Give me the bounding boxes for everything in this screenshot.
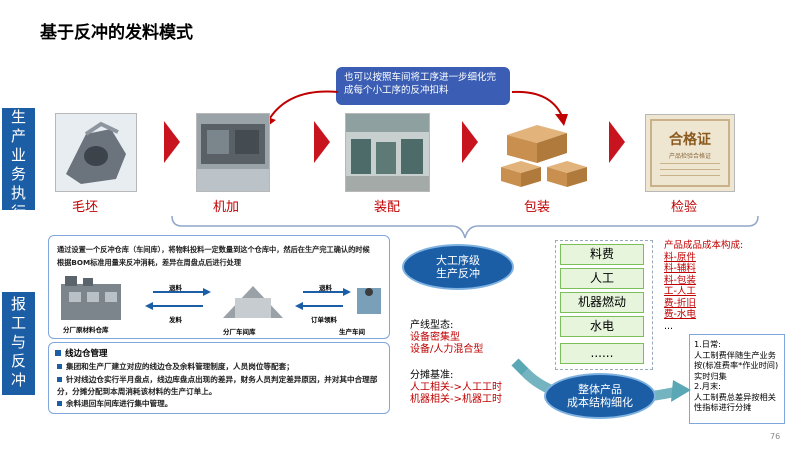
warehouse-label: 生产车间: [339, 328, 365, 336]
machining-image: [196, 113, 270, 192]
machine-icon: [197, 114, 269, 191]
allocation-value: 机器相关->机器工时: [410, 394, 502, 405]
cost-composition: 产品成品成本构成: 料-原件 料-辅料 料-包装 工-人工 费-折旧 费-水电 …: [664, 240, 743, 332]
page-number: 76: [770, 432, 781, 441]
warehouse-label: 分厂原材料仓库: [63, 326, 109, 334]
page-title: 基于反冲的发料模式: [40, 23, 193, 43]
line-form: 产线型态: 设备密集型 设备/人力混合型: [410, 320, 483, 356]
sidebar-char: 执: [10, 184, 26, 202]
line-form-value: 设备/人力混合型: [410, 344, 484, 355]
oval-label: 大工序级 生产反冲: [436, 254, 480, 280]
edge-item: 集团和生产厂建立对应的线边仓及余料管理制度，人员岗位等配套；: [57, 361, 383, 373]
cost-box: 料费: [560, 244, 644, 265]
cost-item-link[interactable]: 料-辅料: [664, 263, 696, 274]
rough-casting-image: [55, 113, 137, 192]
sidebar-char: 工: [10, 314, 26, 332]
warehouse-flow-diagram: [61, 276, 381, 320]
sidebar-char: 产: [10, 127, 26, 145]
allocation-label: 分摊基准:: [410, 370, 454, 381]
certificate-subtitle: 产品检验合格证: [668, 153, 711, 160]
callout-box: 也可以按照车间将工序进一步细化完成每个小工序的反冲扣料: [336, 67, 510, 105]
allocation-basis: 分摊基准: 人工相关->人工工时 机器相关->机器工时: [410, 370, 502, 406]
notes-line: 2.月末:: [694, 381, 721, 391]
sidebar-char: 反: [10, 352, 26, 370]
flow-label: 退料: [319, 284, 332, 292]
notes-line: 人工制费伴随生产业务按(标准费率*作业时间)实时归集: [694, 349, 779, 381]
sidebar-char: 报: [10, 295, 26, 313]
arrow-right-icon: [164, 121, 180, 163]
cost-item-link[interactable]: 料-包装: [664, 274, 696, 286]
cost-box: 水电: [560, 316, 644, 337]
step-label: 机加: [213, 200, 240, 215]
oval-label: 整体产品 成本结构细化: [567, 383, 633, 409]
notes-line: 人工制费总差异按相关性指标进行分摊: [694, 391, 776, 413]
edge-management-heading: 线边仓管理: [55, 347, 108, 359]
edge-management-box: 线边仓管理 集团和生产厂建立对应的线边仓及余料管理制度，人员岗位等配套； 针对线…: [48, 342, 390, 414]
arrow-right-icon: [462, 121, 478, 163]
allocation-value: 人工相关->人工工时: [410, 382, 502, 393]
process-brace: [171, 215, 759, 239]
cost-box: 人工: [560, 268, 644, 289]
certificate-image: 合格证 产品检验合格证: [645, 114, 735, 192]
packaging-image: [497, 115, 591, 190]
arrow-right-icon: [609, 121, 625, 163]
step-label: 检验: [671, 200, 698, 215]
step-label: 装配: [374, 200, 401, 215]
arrow-right-icon: [314, 121, 330, 163]
cost-item-link[interactable]: 费-水电: [664, 309, 696, 320]
sidebar-char: 业: [10, 146, 26, 164]
sidebar-char: 冲: [10, 371, 26, 389]
line-form-label: 产线型态:: [410, 320, 454, 331]
line-form-value: 设备密集型: [410, 332, 460, 343]
step-label: 包装: [524, 200, 551, 215]
large-process-backflush-oval: 大工序级 生产反冲: [404, 246, 512, 288]
sidebar-char: 与: [10, 333, 26, 351]
warehouse-box: 通过设置一个反冲仓库（车间库），将物料投料一定数量到这个仓库中，然后在生产完工确…: [48, 235, 390, 339]
cost-box: ......: [560, 343, 644, 364]
notes-box: 1.日常: 人工制费伴随生产业务按(标准费率*作业时间)实时归集 2.月末: 人…: [689, 334, 785, 424]
edge-item: 余料退回车间库进行集中管理。: [57, 398, 383, 410]
casting-icon: [56, 114, 136, 191]
flow-label: 订单领料: [311, 316, 337, 324]
boxes-icon: [501, 125, 587, 187]
sidebar-char: 务: [10, 165, 26, 183]
assembly-line-icon: [346, 114, 429, 191]
flow-label: 退料: [169, 284, 182, 292]
assembly-image: [345, 113, 430, 192]
warehouse-label: 分厂车间库: [223, 328, 256, 336]
warehouse-description: 通过设置一个反冲仓库（车间库），将物料投料一定数量到这个仓库中，然后在生产完工确…: [57, 245, 370, 267]
flow-label: 发料: [169, 316, 182, 324]
sidebar-char: 生: [10, 108, 26, 126]
certificate-title: 合格证: [669, 132, 711, 148]
cost-item-link[interactable]: 费-折旧: [664, 297, 696, 309]
sidebar-production-execution: 生 产 业 务 执 行: [2, 108, 35, 221]
cost-item-link[interactable]: 料-原件: [664, 251, 696, 263]
overall-cost-structure-oval: 整体产品 成本结构细化: [546, 375, 654, 417]
sidebar-char: 行: [10, 203, 26, 221]
edge-item: 针对线边仓实行半月盘点，线边库盘点出现的差异，财务人员判定差异原因，并对其中合理…: [57, 375, 378, 396]
cost-item-link[interactable]: 工-人工: [664, 286, 696, 297]
step-label: 毛坯: [72, 200, 99, 215]
notes-line: 1.日常:: [694, 339, 721, 349]
sidebar-report-backflush: 报 工 与 反 冲: [2, 292, 35, 395]
cost-box: 机器燃动: [560, 292, 644, 313]
cost-ellipsis: ...: [664, 320, 674, 332]
cost-box-group: [555, 240, 653, 370]
cost-composition-heading: 产品成品成本构成:: [664, 240, 744, 251]
